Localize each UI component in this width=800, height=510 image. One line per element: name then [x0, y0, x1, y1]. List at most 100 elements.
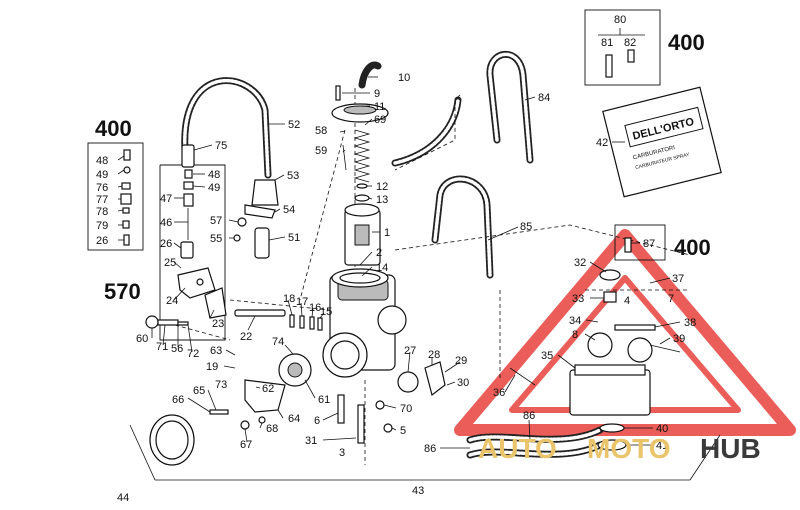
callout-34: 34 [569, 315, 581, 327]
callout-48a: 48 [208, 169, 220, 181]
callout-31: 31 [305, 435, 317, 447]
carburetor-body [322, 268, 407, 378]
pin-38-39 [614, 324, 681, 353]
callout-41: 41 [656, 440, 668, 452]
lever-24 [177, 267, 216, 299]
callout-14: 14 [376, 262, 388, 274]
throttle-slide [344, 203, 381, 266]
callout-9: 9 [374, 88, 380, 100]
callout-58: 58 [315, 125, 327, 137]
callout-49a: 49 [208, 182, 220, 194]
callout-35: 35 [541, 350, 553, 362]
box-87 [614, 224, 666, 261]
callout-47: 47 [160, 193, 172, 205]
kit-400-left-items [120, 149, 132, 246]
callout-12: 12 [376, 181, 388, 193]
box-47-group [159, 164, 226, 341]
gasket-bag-42 [602, 86, 722, 198]
callout-78: 78 [96, 206, 108, 218]
vent-36 [509, 367, 536, 386]
leader-lines [117, 28, 681, 449]
kit-label-570: 570 [104, 279, 141, 304]
box-80 [584, 9, 661, 86]
hose-85 [431, 175, 494, 279]
callout-11: 11 [374, 101, 385, 113]
callout-13: 13 [376, 194, 388, 206]
callout-17: 17 [296, 296, 308, 308]
cable-adjuster-column [180, 144, 195, 259]
callout-42: 42 [596, 137, 608, 149]
callout-81: 81 [601, 37, 613, 49]
callout-53: 53 [287, 170, 299, 182]
callout-67: 67 [240, 439, 252, 451]
float-valve-27-28 [397, 361, 446, 397]
callout-32: 32 [574, 257, 586, 269]
kit-label-400-right: 400 [674, 235, 711, 260]
callout-63: 63 [210, 345, 222, 357]
pump-cover-62 [278, 353, 312, 387]
callout-59: 59 [315, 145, 327, 157]
callout-75: 75 [215, 140, 227, 152]
callout-30: 30 [457, 377, 469, 389]
kit-label-400-top: 400 [668, 30, 705, 55]
callout-55: 55 [210, 233, 222, 245]
kit-label-400-left: 400 [95, 116, 132, 141]
washer-32 [599, 269, 621, 281]
choke-51 [254, 227, 270, 259]
screws-67-68 [240, 416, 266, 430]
screw-60-71-56 [145, 315, 189, 329]
callout-39: 39 [673, 333, 685, 345]
callout-73: 73 [215, 379, 227, 391]
callout-82: 82 [624, 37, 636, 49]
callout-43: 43 [412, 485, 424, 497]
callout-44: 44 [117, 492, 129, 504]
callout-26b: 26 [96, 235, 108, 247]
cap-11 [331, 103, 389, 123]
callout-10: 10 [398, 72, 410, 84]
callout-65: 65 [193, 385, 205, 397]
callout-6: 6 [314, 415, 320, 427]
screw-81-82 [605, 49, 635, 78]
callout-28: 28 [428, 349, 440, 361]
callout-85: 85 [520, 221, 532, 233]
watermark-text: AUTO MOTO HUB [478, 433, 761, 464]
callout-5: 5 [400, 425, 406, 437]
rod-22 [234, 309, 286, 317]
choke-53 [251, 179, 279, 206]
bolt-65-66 [209, 409, 229, 415]
air-horn-44 [149, 414, 195, 466]
callout-8: 8 [572, 329, 578, 341]
box-400-left [87, 142, 144, 251]
watermark-moto: MOTO [587, 433, 670, 464]
callout-23: 23 [212, 318, 224, 330]
callout-27: 27 [404, 345, 416, 357]
callout-52: 52 [288, 119, 300, 131]
callout-51: 51 [288, 232, 300, 244]
callout-66: 66 [172, 394, 184, 406]
callout-3: 3 [339, 447, 345, 459]
bracket-54 [244, 204, 276, 219]
callout-86a: 86 [523, 410, 535, 422]
screw-87 [624, 237, 632, 253]
callout-15: 15 [320, 306, 332, 318]
lever-64 [244, 379, 286, 413]
callout-87: 87 [643, 238, 655, 250]
callout-77: 77 [96, 194, 108, 206]
callout-54: 54 [283, 204, 295, 216]
callout-74: 74 [272, 336, 284, 348]
callout-79: 79 [96, 220, 108, 232]
callout-64: 64 [288, 413, 300, 425]
callout-19: 19 [206, 361, 218, 373]
callout-26a: 26 [160, 238, 172, 250]
callout-69: 69 [374, 114, 386, 126]
callout-72: 72 [187, 348, 199, 360]
callout-25: 25 [164, 257, 176, 269]
callout-57: 57 [210, 215, 222, 227]
callout-22: 22 [240, 331, 252, 343]
hose-52-cable [181, 77, 272, 179]
callout-46: 46 [160, 217, 172, 229]
callout-36: 36 [493, 387, 505, 399]
hose-84 [486, 50, 534, 164]
